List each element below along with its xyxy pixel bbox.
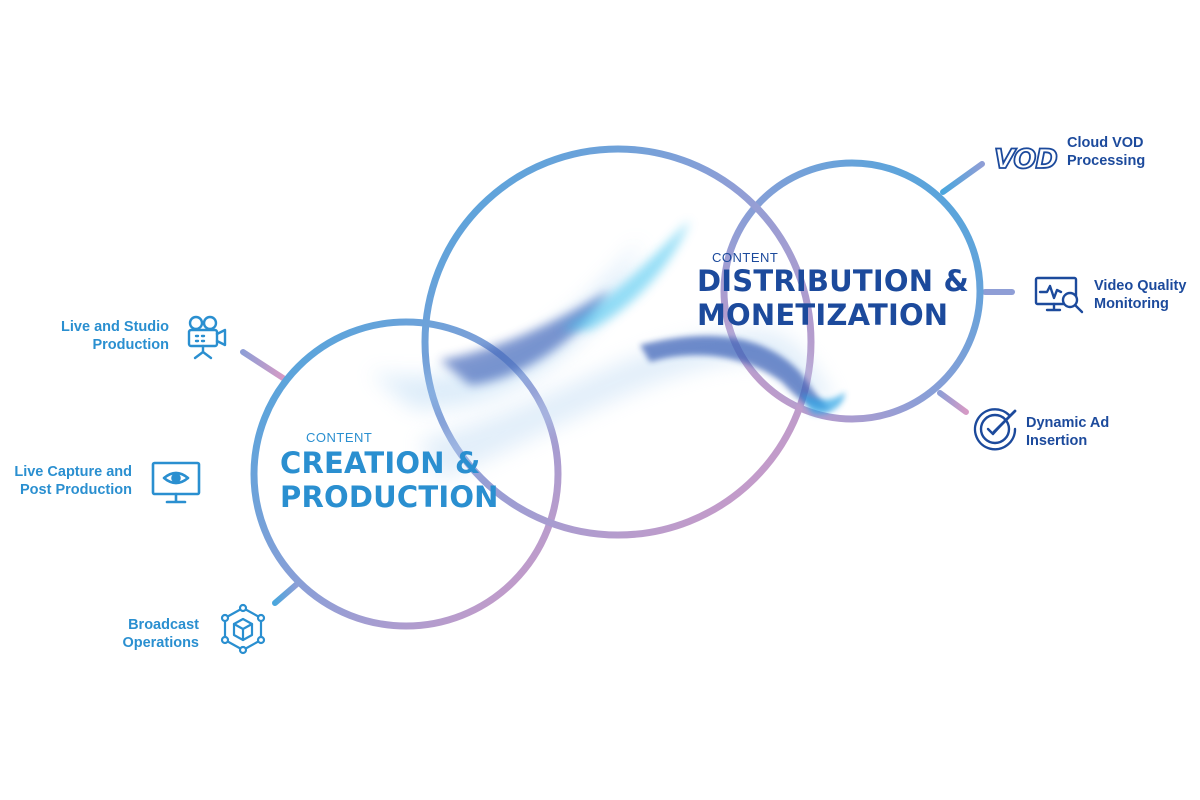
service-cloud-vod-line2: Processing — [1067, 153, 1146, 169]
vod-logo-icon: VOD — [993, 143, 1059, 176]
hub-distribution-small: CONTENT — [712, 250, 779, 265]
connector-live-studio — [240, 349, 286, 381]
hub-distribution-title: DISTRIBUTION & MONETIZATION — [697, 264, 969, 332]
service-cloud-vod-line1: Cloud VOD — [1067, 135, 1144, 151]
hub-creation-line1: CREATION & — [280, 446, 481, 480]
service-live-capture-line1: Live Capture and — [14, 464, 132, 480]
check-badge-icon — [973, 408, 1017, 451]
vod-logo-text: VOD — [994, 144, 1057, 175]
service-video-quality-line1: Video Quality — [1094, 278, 1187, 294]
service-dynamic-ad: Dynamic Ad Insertion — [1026, 414, 1109, 450]
service-live-capture-line2: Post Production — [20, 482, 132, 498]
monitor-search-icon — [1034, 276, 1084, 314]
ring-creation — [250, 318, 562, 630]
service-dynamic-ad-line1: Dynamic Ad — [1026, 415, 1110, 431]
service-live-studio: Live and Studio Production — [61, 318, 169, 354]
service-broadcast-line2: Operations — [122, 635, 199, 651]
service-dynamic-ad-line2: Insertion — [1026, 433, 1088, 449]
swoosh-graphic — [370, 220, 845, 480]
monitor-eye-icon — [151, 461, 201, 504]
connector-cloud-vod — [940, 161, 985, 195]
connector-broadcast — [272, 581, 300, 606]
network-cube-icon — [220, 603, 266, 655]
connector-dynamic-ad — [937, 390, 969, 415]
service-live-studio-line1: Live and Studio — [61, 319, 169, 335]
hub-distribution-line2: MONETIZATION — [697, 298, 949, 332]
hub-creation-title: CREATION & PRODUCTION — [280, 446, 499, 514]
service-video-quality-line2: Monitoring — [1094, 296, 1169, 312]
service-live-studio-line2: Production — [92, 337, 169, 353]
service-video-quality: Video Quality Monitoring — [1094, 277, 1186, 313]
film-camera-icon — [187, 315, 227, 360]
hub-creation-small: CONTENT — [306, 430, 373, 445]
hub-distribution-line1: DISTRIBUTION & — [697, 264, 969, 298]
hub-creation-line2: PRODUCTION — [280, 480, 499, 514]
service-broadcast: Broadcast Operations — [122, 616, 199, 652]
service-live-capture: Live Capture and Post Production — [14, 463, 132, 499]
ring-distribution — [720, 159, 984, 423]
ring-center — [421, 145, 815, 539]
service-cloud-vod: Cloud VOD Processing — [1067, 134, 1145, 170]
service-broadcast-line1: Broadcast — [128, 617, 199, 633]
